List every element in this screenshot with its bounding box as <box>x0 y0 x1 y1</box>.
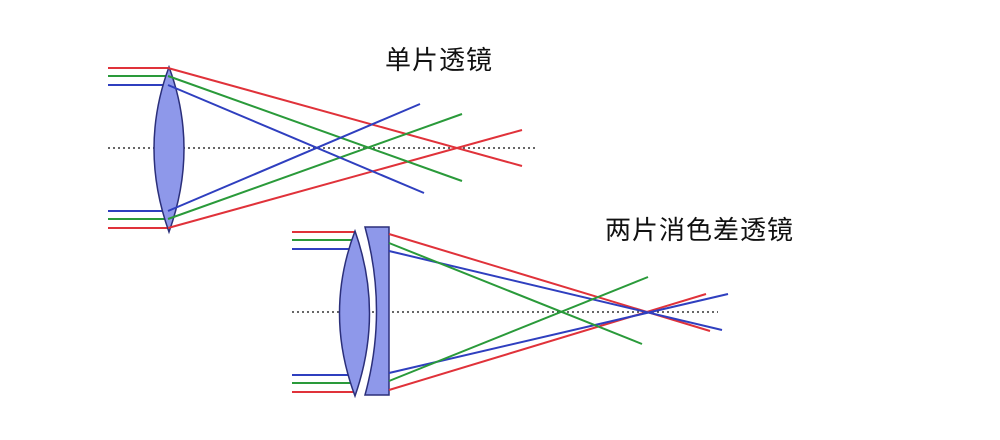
ray-blue-bottom-out-2 <box>388 293 729 374</box>
doublet-incoming-rays <box>292 231 355 393</box>
single-refracted-rays <box>167 67 523 229</box>
ray-red-bottom-out-2 <box>388 293 707 391</box>
single-lens-label: 单片透镜 <box>385 46 494 76</box>
doublet-lens-diagram <box>292 226 729 399</box>
convex-lens-element <box>338 228 371 399</box>
single-incoming-rays <box>108 67 168 229</box>
ray-red-top-out <box>167 67 523 167</box>
convex-lens-single <box>153 64 185 235</box>
ray-green-top-out <box>167 75 463 182</box>
ray-red-bottom-out <box>167 129 523 229</box>
ray-blue-top-out <box>167 84 425 194</box>
ray-green-top-out-2 <box>388 242 643 345</box>
concave-lens-element <box>364 226 390 396</box>
doublet-refracted-rays <box>388 233 729 391</box>
ray-green-bottom-out-2 <box>388 276 649 382</box>
single-lens-diagram <box>108 64 535 235</box>
ray-blue-bottom-out <box>167 103 421 212</box>
achromatic-doublet-label: 两片消色差透镜 <box>605 216 795 246</box>
ray-green-bottom-out <box>167 113 463 220</box>
